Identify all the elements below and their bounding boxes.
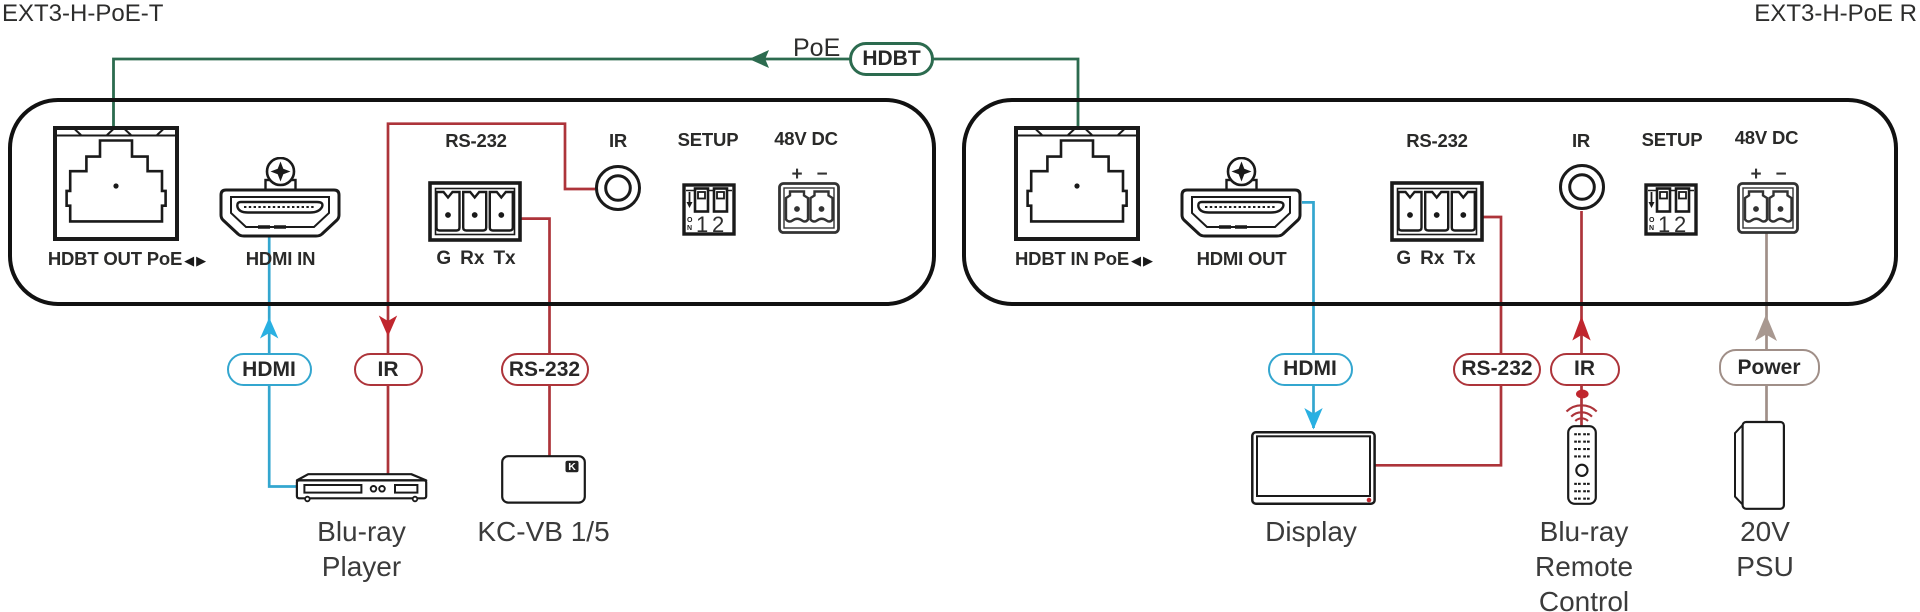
rx-setup-label-text: SETUP xyxy=(1641,129,1703,150)
tx-hdbt-port-label: HDBT OUT PoE◀▶ xyxy=(48,248,208,270)
rx-setup-dip-icon xyxy=(1644,183,1698,236)
rx-hdmi-port-label: HDMI OUT xyxy=(1197,248,1287,270)
rx-pin-tx: Tx xyxy=(1453,248,1476,269)
rx-rs232-wire xyxy=(1375,215,1503,467)
tx-rs232-port-icon xyxy=(428,181,522,242)
rx-hdbt-label-arrows-icon: ◀▶ xyxy=(1130,254,1155,269)
rx-power-badge: Power xyxy=(1718,349,1820,386)
rx-ir-arrow xyxy=(1572,316,1591,341)
rx-hdbt-port-label: HDBT IN PoE◀▶ xyxy=(1015,248,1155,270)
tx-ir-port-label: IR xyxy=(609,130,627,152)
transmitter-title: EXT3-H-PoE-T xyxy=(2,0,164,27)
remote-label-line1: Blu-ray xyxy=(1539,515,1629,547)
tx-rs232-port-label: RS-232 xyxy=(445,130,507,152)
rx-dc-port-icon xyxy=(1737,168,1799,234)
tx-pin-g: G xyxy=(436,248,452,269)
tx-setup-label-text: SETUP xyxy=(677,129,739,150)
receiver-device xyxy=(962,98,1898,306)
rx-hdmi-label-text: HDMI OUT xyxy=(1196,248,1287,269)
display-icon xyxy=(1251,430,1376,505)
rx-hdmi-badge: HDMI xyxy=(1267,352,1353,386)
bluray-player-label-line2: Player xyxy=(321,550,402,582)
rx-ir-port-icon xyxy=(1558,163,1606,211)
rx-rs232-badge: RS-232 xyxy=(1453,352,1541,386)
kramer-logo-letter: K xyxy=(568,461,576,473)
tx-ir-wire xyxy=(386,122,595,475)
tx-hdmi-arrow xyxy=(260,317,279,339)
psu-label: 20V PSU xyxy=(1736,514,1794,584)
tx-dc-label-text: 48V DC xyxy=(774,128,838,149)
tx-setup-port-label: SETUP xyxy=(678,129,739,151)
hdbt-link-arrow xyxy=(749,50,769,68)
display-label-line1: Display xyxy=(1265,515,1357,547)
tx-dc-port-label: 48V DC xyxy=(774,128,838,150)
psu-label-line2: PSU xyxy=(1736,550,1794,582)
tx-ir-arrow xyxy=(378,315,398,337)
tx-rs232-pin-labels: G Rx Tx xyxy=(436,248,515,270)
tx-dc-port-icon xyxy=(778,168,840,234)
tx-ir-label-text: IR xyxy=(608,130,628,151)
receiver-title: EXT3-H-PoE R xyxy=(1754,0,1917,27)
tx-ir-port-icon xyxy=(594,164,642,212)
tx-setup-dip-icon xyxy=(682,183,736,236)
rx-rs232-pin-labels: G Rx Tx xyxy=(1396,248,1475,270)
psu-label-line1: 20V xyxy=(1740,515,1790,547)
rx-dc-port-label: 48V DC xyxy=(1735,127,1799,149)
rx-rs232-label-text: RS-232 xyxy=(1406,130,1468,151)
tx-pin-rx: Rx xyxy=(460,248,485,269)
remote-control-label: Blu-ray Remote Control xyxy=(1535,514,1633,612)
tx-hdmi-badge: HDMI xyxy=(226,353,312,386)
tx-hdmi-port-icon xyxy=(218,157,342,240)
kcvb-label-line1: KC-VB 1/5 xyxy=(477,515,610,547)
psu-icon xyxy=(1734,420,1785,510)
transmitter-device xyxy=(8,98,936,306)
rx-hdmi-arrow xyxy=(1304,408,1323,430)
bluray-player-label-line1: Blu-ray xyxy=(317,515,406,547)
tx-rs232-badge: RS-232 xyxy=(500,353,589,386)
display-label: Display xyxy=(1265,514,1357,549)
tx-rs232-label-text: RS-232 xyxy=(445,130,507,151)
rx-dc-label-text: 48V DC xyxy=(1734,127,1799,148)
rx-hdmi-port-icon xyxy=(1179,157,1303,240)
bluray-player-icon xyxy=(295,472,428,502)
kcvb-label: KC-VB 1/5 xyxy=(477,514,609,549)
hdbt-badge: HDBT xyxy=(849,42,934,76)
remote-buttons xyxy=(1574,433,1590,500)
tx-hdbt-label-text: HDBT OUT PoE xyxy=(47,248,183,269)
remote-label-line3: Control xyxy=(1538,585,1630,612)
rx-rs232-port-label: RS-232 xyxy=(1406,130,1468,152)
hdbt-link-wire xyxy=(112,57,1080,129)
rx-power-arrow xyxy=(1755,314,1777,341)
kcvb-icon: K xyxy=(501,455,586,504)
tx-hdbt-label-arrows-icon: ◀▶ xyxy=(184,254,209,269)
rx-hdbt-label-text: HDBT IN PoE xyxy=(1015,248,1129,269)
tx-hdmi-label-text: HDMI IN xyxy=(245,248,316,269)
remote-control-icon xyxy=(1567,425,1597,505)
poe-label: PoE xyxy=(793,34,841,62)
tx-ir-badge: IR xyxy=(353,353,423,386)
rx-ir-badge: IR xyxy=(1549,352,1620,386)
ir-waves-icon xyxy=(1565,404,1598,422)
rx-pin-g: G xyxy=(1396,248,1412,269)
ir-emitter-dot xyxy=(1576,389,1589,399)
rx-pin-rx: Rx xyxy=(1420,248,1445,269)
tx-hdmi-port-label: HDMI IN xyxy=(246,248,316,270)
rx-setup-port-label: SETUP xyxy=(1642,129,1703,151)
tx-pin-tx: Tx xyxy=(493,248,516,269)
bluray-player-label: Blu-ray Player xyxy=(317,514,406,584)
rx-hdbt-port-icon xyxy=(1014,126,1140,241)
remote-label-line2: Remote xyxy=(1534,550,1634,582)
tx-hdbt-port-icon xyxy=(53,126,179,241)
rx-ir-label-text: IR xyxy=(1571,130,1591,151)
rx-rs232-port-icon xyxy=(1390,181,1484,242)
rx-ir-port-label: IR xyxy=(1572,130,1590,152)
